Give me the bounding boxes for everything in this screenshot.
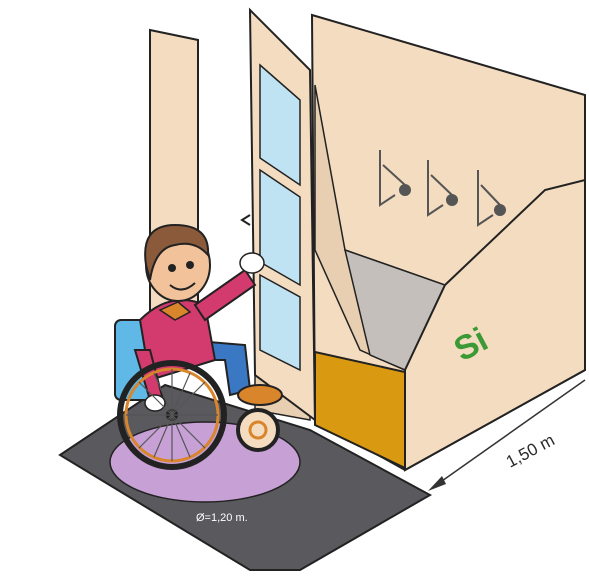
wheelchair-front-wheel [238, 410, 278, 450]
width-dimension-label: 1,50 m [503, 430, 558, 471]
door-handle [242, 215, 250, 225]
wheelchair-large-wheel [120, 363, 224, 467]
turning-diameter-label: Ø=1,20 m. [196, 512, 248, 524]
